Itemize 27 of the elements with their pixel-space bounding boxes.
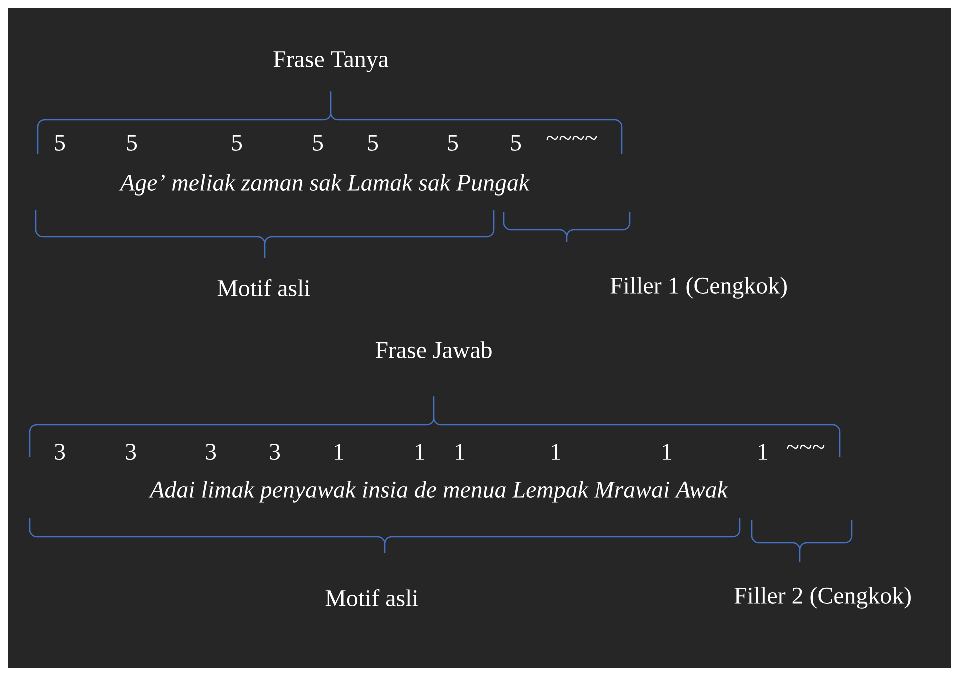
note-number: 5 [448, 135, 458, 151]
phrase-heading: Frase Jawab [376, 342, 492, 358]
lyric-line: Adai limak penyawak insia de menua Lempak Mrawai Awak [148, 481, 728, 503]
note-number: 1 [416, 444, 425, 460]
note-number: 5 [368, 135, 378, 151]
section-label: Motif asli [218, 279, 310, 297]
note-number: 1 [456, 444, 465, 460]
note-number: ~~~ [787, 445, 825, 450]
note-number: 3 [126, 444, 136, 460]
phrase-heading: Frase Tanya [274, 52, 389, 72]
section-label: Filler 2 (Cengkok) [734, 587, 911, 609]
note-number: 1 [759, 444, 768, 460]
note-number: 5 [511, 135, 522, 151]
note-number: 5 [127, 135, 138, 151]
note-number: 1 [335, 444, 344, 460]
note-number: 1 [663, 444, 672, 460]
note-number: 3 [55, 444, 66, 460]
note-number: 5 [232, 135, 242, 151]
note-number: 3 [206, 444, 216, 460]
section-label: Filler 1 (Cengkok) [610, 277, 787, 299]
note-number: ~~~~ [546, 136, 598, 140]
note-number: 5 [55, 135, 66, 151]
note-number: 3 [270, 444, 280, 460]
lyric-line: Age’ meliak zaman sak Lamak sak Pungak [119, 174, 530, 196]
note-number: 1 [552, 444, 561, 460]
note-number: 5 [313, 135, 324, 151]
section-label: Motif asli [326, 589, 418, 607]
